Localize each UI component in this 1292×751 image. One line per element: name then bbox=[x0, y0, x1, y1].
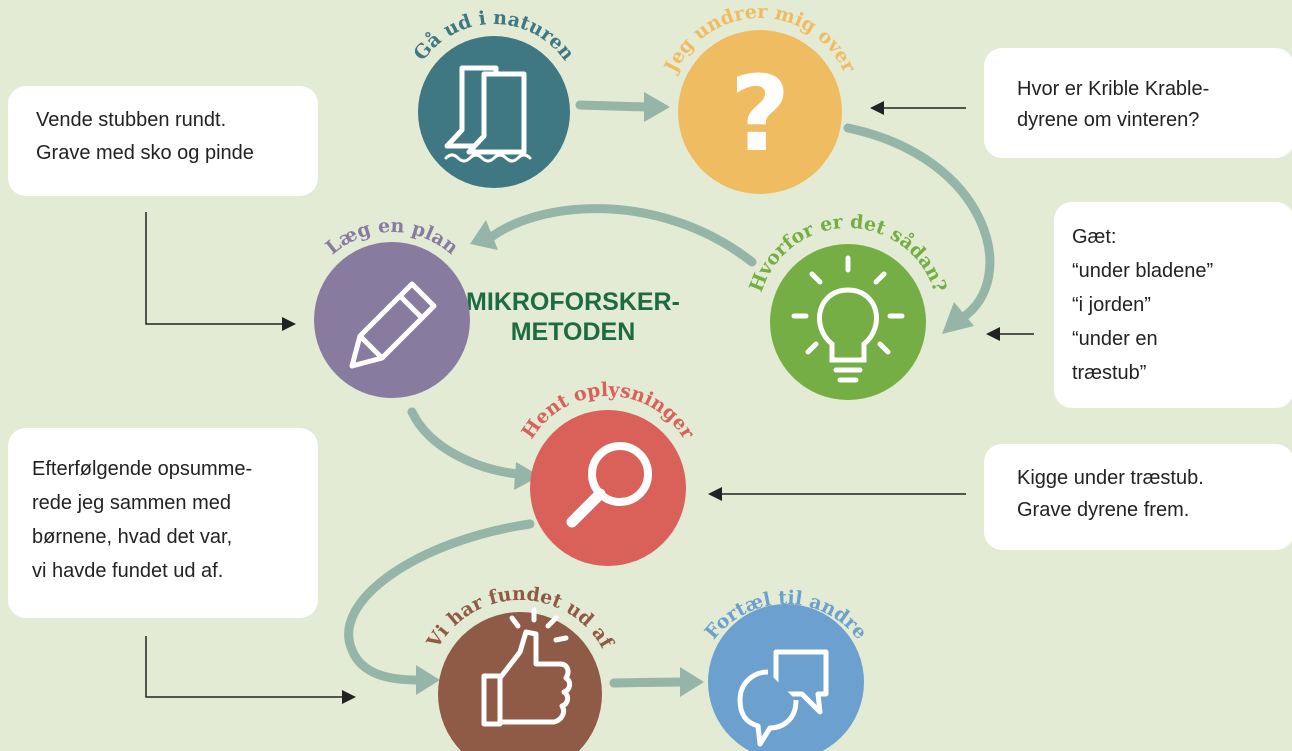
note-look: Kigge under træstub. Grave dyrene frem. bbox=[984, 444, 1292, 550]
note-connector-heads bbox=[282, 101, 1000, 704]
flow-arrowheads bbox=[416, 92, 974, 697]
svg-text:Gæt:: Gæt: bbox=[1072, 226, 1116, 248]
svg-text:Grave med sko og pinde: Grave med sko og pinde bbox=[36, 142, 254, 164]
svg-text:dyrene om vinteren?: dyrene om vinteren? bbox=[1017, 109, 1199, 131]
svg-text:“under bladene”: “under bladene” bbox=[1072, 260, 1213, 282]
svg-text:børnene, hvad det var,: børnene, hvad det var, bbox=[32, 526, 232, 548]
thumbs-up-icon bbox=[481, 607, 573, 727]
svg-text:vi havde fundet ud af.: vi havde fundet ud af. bbox=[32, 560, 223, 582]
svg-text:Hvor er Krible Krable-: Hvor er Krible Krable- bbox=[1017, 78, 1209, 100]
note-guess: Gæt: “under bladene” “i jorden” “under e… bbox=[1054, 202, 1292, 408]
flow-arrows bbox=[344, 100, 995, 688]
pencil-icon bbox=[349, 281, 437, 369]
magnifier-icon bbox=[566, 442, 652, 528]
svg-text:“i jorden”: “i jorden” bbox=[1072, 294, 1151, 316]
svg-text:Grave dyrene frem.: Grave dyrene frem. bbox=[1017, 499, 1189, 521]
step-plan: Læg en plan bbox=[314, 215, 470, 398]
svg-text:Kigge under træstub.: Kigge under træstub. bbox=[1017, 467, 1204, 489]
question-mark-icon: ? bbox=[730, 53, 790, 175]
step-tell: Fortæl til andre bbox=[701, 587, 871, 751]
svg-text:rede jeg sammen med: rede jeg sammen med bbox=[32, 492, 231, 514]
arrow-why-to-plan bbox=[485, 204, 757, 267]
arrow-wonder-to-why bbox=[843, 123, 995, 323]
arrow-found-to-tell bbox=[609, 677, 685, 688]
note-summary: Efterfølgende opsumme- rede jeg sammen m… bbox=[8, 428, 318, 618]
center-title-line2: METODEN bbox=[511, 318, 636, 346]
svg-text:“under en: “under en bbox=[1072, 328, 1158, 350]
note-stub: Vende stubben rundt. Grave med sko og pi… bbox=[8, 86, 318, 196]
note-connectors bbox=[145, 107, 1034, 698]
arrow-info-to-found bbox=[344, 519, 535, 685]
svg-text:Vende stubben rundt.: Vende stubben rundt. bbox=[36, 109, 226, 131]
note-winter: Hvor er Krible Krable- dyrene om vintere… bbox=[984, 48, 1292, 158]
svg-text:træstub”: træstub” bbox=[1072, 362, 1146, 384]
center-title-line1: MIKROFORSKER- bbox=[466, 288, 680, 316]
svg-text:Efterfølgende opsumme-: Efterfølgende opsumme- bbox=[32, 458, 252, 480]
arrow-nature-to-wonder bbox=[575, 100, 651, 112]
lightbulb-icon bbox=[791, 255, 905, 383]
boots-icon bbox=[444, 65, 532, 163]
speech-bubbles-icon bbox=[737, 649, 829, 747]
arrow-plan-to-info bbox=[407, 407, 523, 479]
